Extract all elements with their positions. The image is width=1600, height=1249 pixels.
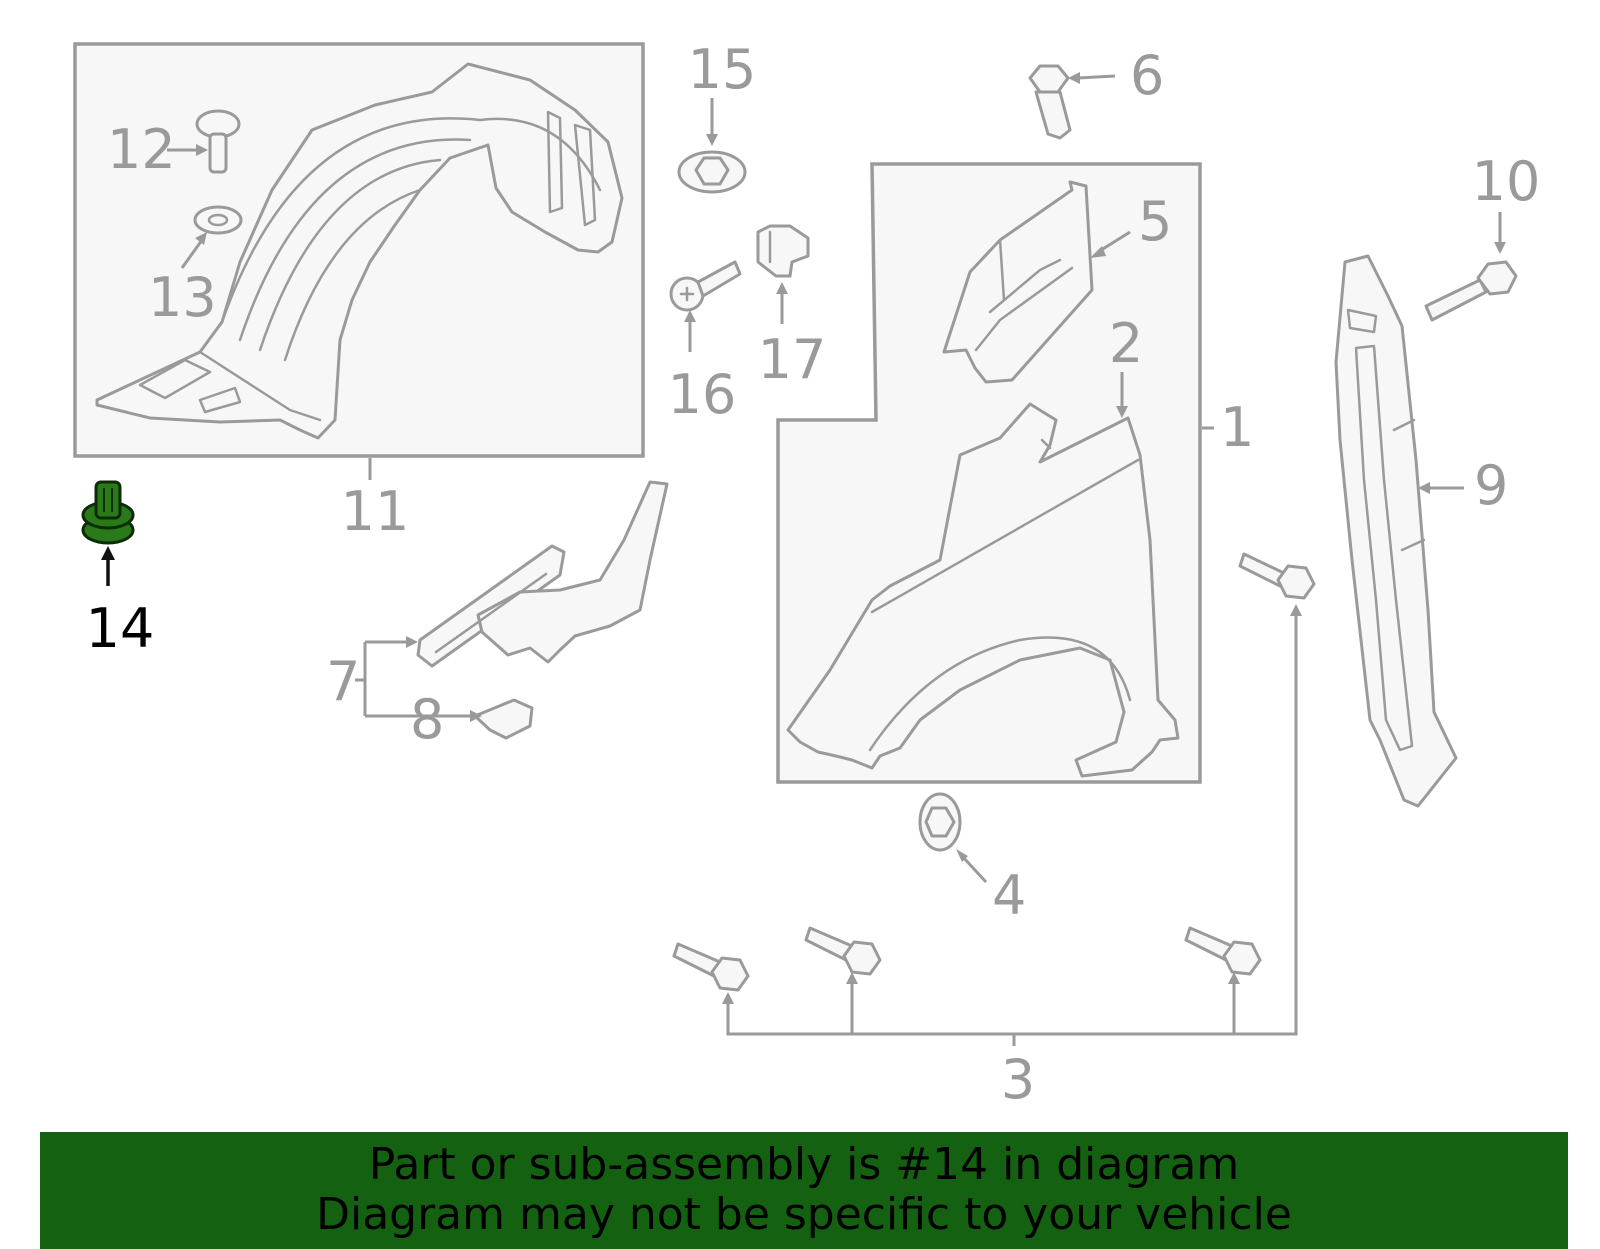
callout-16: 16 bbox=[668, 363, 737, 426]
arrow-9 bbox=[1418, 482, 1430, 494]
leader-4 bbox=[960, 854, 988, 884]
fender-liner-group: 11 bbox=[73, 42, 645, 543]
push-clip-12[interactable] bbox=[195, 109, 241, 174]
highlighted-clip-14[interactable] bbox=[81, 480, 135, 545]
callout-12: 12 bbox=[107, 118, 176, 181]
leader-6 bbox=[1077, 74, 1116, 80]
callout-7: 7 bbox=[326, 650, 360, 713]
callout-6: 6 bbox=[1130, 44, 1164, 107]
arrow-3d bbox=[1228, 972, 1240, 984]
callout-9: 9 bbox=[1474, 454, 1508, 517]
callout-17: 17 bbox=[758, 328, 827, 391]
callout-5: 5 bbox=[1138, 190, 1172, 253]
fender-garnish-7[interactable] bbox=[416, 480, 669, 668]
arrow-10 bbox=[1494, 242, 1506, 254]
bolt-6[interactable] bbox=[1028, 64, 1072, 140]
arrow-3a bbox=[1290, 604, 1302, 616]
arrow-12 bbox=[196, 144, 208, 156]
fender-bracket-5[interactable] bbox=[942, 180, 1094, 384]
callout-1: 1 bbox=[1220, 396, 1254, 459]
seal-8[interactable] bbox=[473, 698, 534, 740]
nut-4[interactable] bbox=[918, 792, 962, 852]
callout-15: 15 bbox=[688, 38, 757, 101]
callout-8: 8 bbox=[410, 688, 444, 751]
callout-13: 13 bbox=[148, 266, 217, 329]
flange-nut-15[interactable] bbox=[677, 150, 747, 194]
callout-10: 10 bbox=[1472, 150, 1541, 213]
callout-4: 4 bbox=[992, 864, 1026, 927]
callout-14: 14 bbox=[86, 597, 155, 660]
info-banner: Part or sub-assembly is #14 in diagram D… bbox=[40, 1132, 1568, 1249]
banner-line-1: Part or sub-assembly is #14 in diagram bbox=[368, 1139, 1240, 1190]
clip-17[interactable] bbox=[756, 224, 810, 278]
fender-panel-2[interactable] bbox=[786, 402, 1180, 778]
bolt-3c[interactable] bbox=[804, 926, 882, 976]
callout-11: 11 bbox=[341, 480, 410, 543]
garnish-strip-9[interactable] bbox=[1334, 254, 1458, 808]
leader-7-8 bbox=[355, 640, 470, 718]
arrow-5 bbox=[1090, 246, 1106, 258]
arrow-3b bbox=[722, 992, 734, 1004]
arrow-17 bbox=[776, 282, 788, 294]
arrow-15 bbox=[706, 134, 718, 146]
leader-5 bbox=[1097, 230, 1131, 254]
bolt-3d[interactable] bbox=[1184, 926, 1262, 976]
callout-2: 2 bbox=[1109, 312, 1143, 375]
bolt-10[interactable] bbox=[1424, 260, 1518, 322]
arrow-4 bbox=[956, 849, 968, 862]
bolt-3a[interactable] bbox=[1238, 552, 1316, 600]
bolt-3b[interactable] bbox=[672, 942, 750, 992]
fender-liner[interactable] bbox=[95, 62, 624, 440]
arrow-7 bbox=[406, 636, 418, 648]
leader-3 bbox=[726, 614, 1298, 1046]
arrow-8 bbox=[470, 710, 482, 722]
fender-assembly-group: 5 2 1 bbox=[776, 162, 1254, 784]
arrow-13 bbox=[195, 232, 207, 245]
arrow-16 bbox=[684, 310, 696, 322]
leader-13 bbox=[180, 239, 204, 269]
callout-3: 3 bbox=[1001, 1048, 1035, 1111]
arrow-3c bbox=[846, 972, 858, 984]
banner-line-2: Diagram may not be specific to your vehi… bbox=[316, 1189, 1292, 1240]
arrow-2 bbox=[1116, 406, 1128, 418]
arrow-14 bbox=[101, 546, 115, 560]
washer-13[interactable] bbox=[193, 205, 243, 235]
arrow-6 bbox=[1068, 72, 1080, 84]
screw-16[interactable] bbox=[669, 260, 742, 312]
